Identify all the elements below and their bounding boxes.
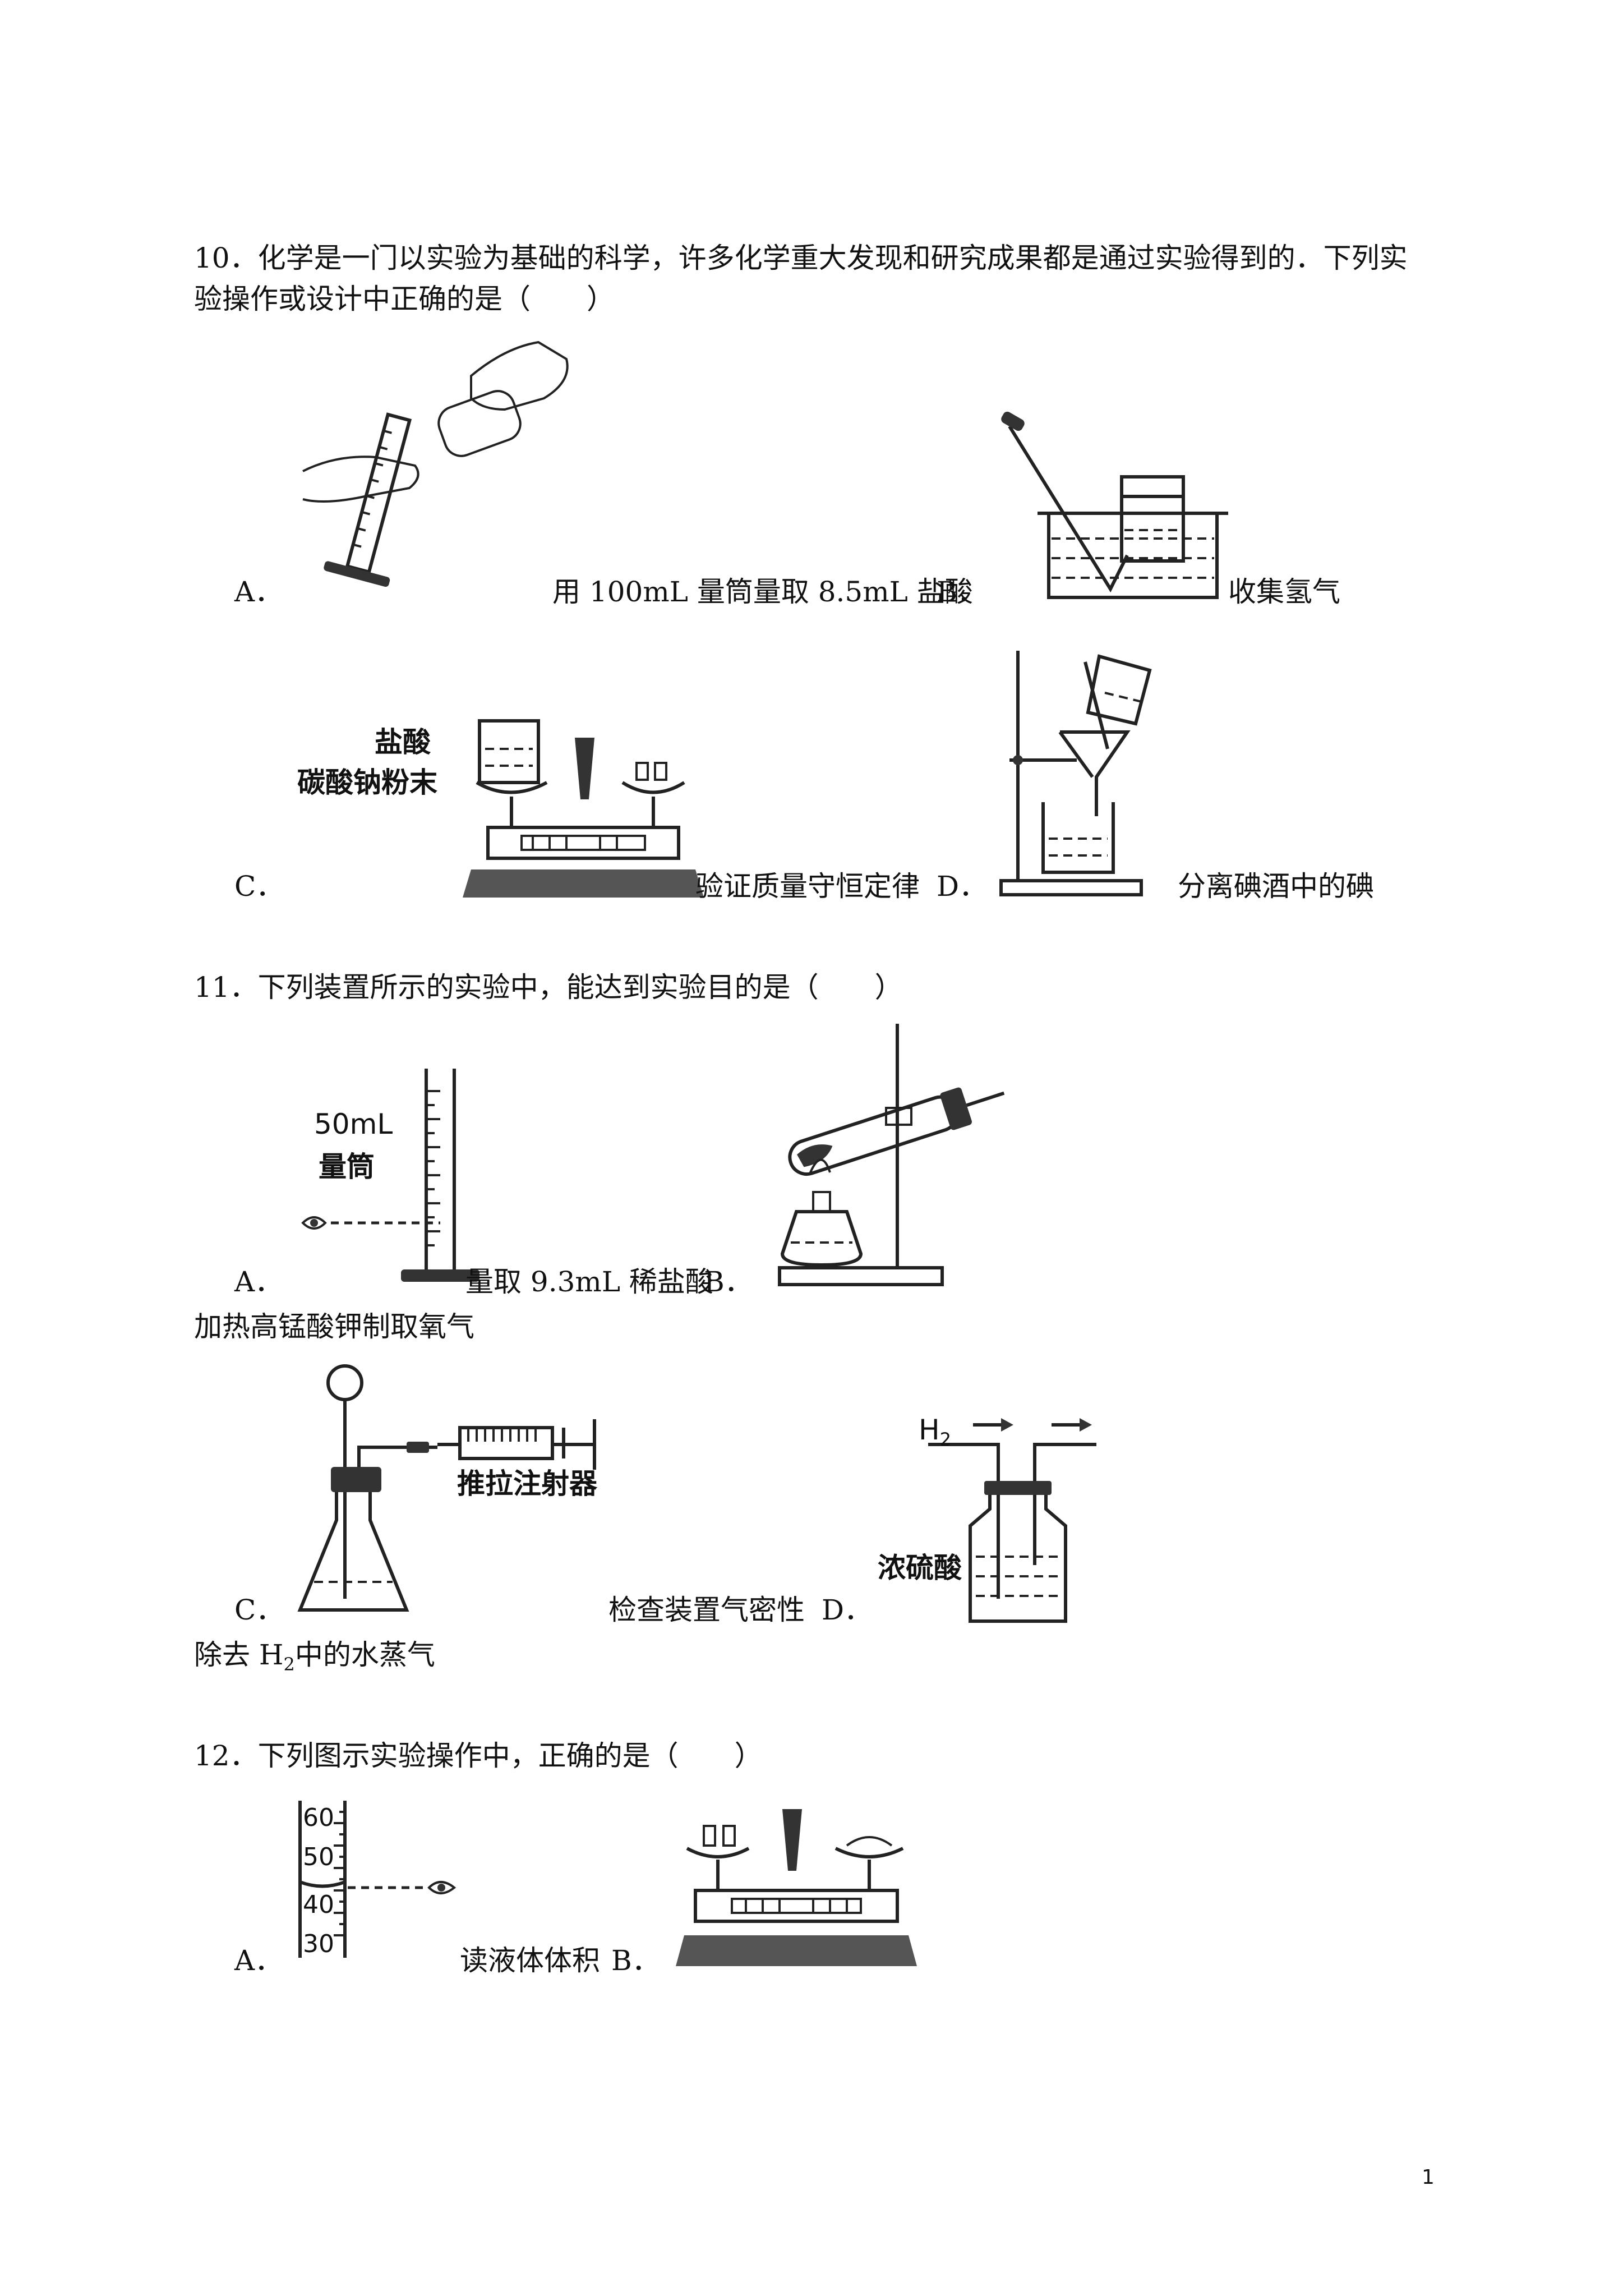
q11-stem: 11．下列装置所示的实验中，能达到实验目的是（ ） (194, 971, 903, 1004)
q11-option-b-text: 加热高锰酸钾制取氧气 (194, 1310, 474, 1343)
q11-figure-a-cylinder-reading (297, 1063, 488, 1287)
q10-option-d-text: 分离碘酒中的碘 (1178, 870, 1374, 903)
q12-option-a-letter: A． (234, 1944, 283, 1977)
q10-figure-c-balance (460, 710, 707, 900)
q10-stem-line1: 10．化学是一门以实验为基础的科学，许多化学重大发现和研究成果都是通过实验得到的… (194, 242, 1408, 274)
q11-option-d-letter: D． (822, 1594, 873, 1626)
q10-option-b-text: 收集氢气 (1228, 576, 1340, 608)
q11-option-d-text-suffix: 中的水蒸气 (294, 1639, 435, 1671)
q10-figure-b-gas-collection (998, 411, 1234, 606)
page-number: 1 (1422, 2166, 1435, 2189)
q11-option-d-text-subscript: 2 (283, 1654, 295, 1675)
q12-tick-60: 60 (303, 1803, 334, 1832)
q10-option-d-letter: D． (937, 870, 988, 903)
q11-option-a-text: 量取 9.3mL 稀盐酸 (465, 1266, 713, 1298)
q11-option-d-text-prefix: 除去 H (194, 1639, 284, 1671)
q12-option-b-letter: B． (611, 1944, 660, 1977)
q10-option-b-letter: B． (937, 576, 985, 608)
q10-option-c-letter: C． (234, 870, 284, 903)
q11-label-50ml: 50mL (314, 1108, 393, 1140)
q12-tick-30: 30 (303, 1930, 334, 1958)
q11-figure-b-heating (768, 1018, 1005, 1293)
q12-figure-b-balance (676, 1803, 917, 1972)
q11-option-d-text: 除去 H2中的水蒸气 (194, 1638, 435, 1675)
q11-figure-d-gas-washing (917, 1414, 1108, 1630)
q11-label-h2: H2 (919, 1414, 951, 1450)
q10-label-sodium-carbonate: 碳酸钠粉末 (297, 766, 437, 799)
q11-label-h2-symbol: H (919, 1414, 940, 1446)
q11-option-b-letter: B． (704, 1266, 753, 1298)
q11-label-cylinder: 量筒 (319, 1151, 375, 1183)
q12-tick-40: 40 (303, 1890, 334, 1919)
q10-figure-a-pouring-cylinder (302, 337, 594, 606)
q12-figure-a-reading-volume (294, 1795, 474, 1958)
q10-label-hydrochloric-acid: 盐酸 (375, 726, 431, 758)
q12-option-a-text: 读液体体积 (460, 1944, 600, 1977)
q11-label-conc-sulfuric-acid: 浓硫酸 (878, 1552, 962, 1584)
q12-tick-50: 50 (303, 1843, 334, 1871)
q11-option-a-letter: A． (234, 1266, 283, 1298)
q12-stem: 12．下列图示实验操作中，正确的是（ ） (194, 1740, 763, 1772)
q10-option-c-text: 验证质量守恒定律 (695, 870, 920, 903)
q11-figure-c-airtightness (297, 1363, 617, 1624)
q10-option-a-text: 用 100mL 量筒量取 8.5mL 盐酸 (552, 576, 973, 608)
q10-stem-line2: 验操作或设计中正确的是（ ） (194, 283, 615, 315)
q10-option-a-letter: A． (234, 576, 283, 608)
q11-label-h2-subscript: 2 (939, 1429, 951, 1450)
q11-option-c-letter: C． (234, 1594, 284, 1626)
q10-figure-d-filtration (998, 639, 1166, 900)
q11-label-syringe: 推拉注射器 (457, 1467, 597, 1500)
q11-option-c-text: 检查装置气密性 (608, 1594, 805, 1626)
